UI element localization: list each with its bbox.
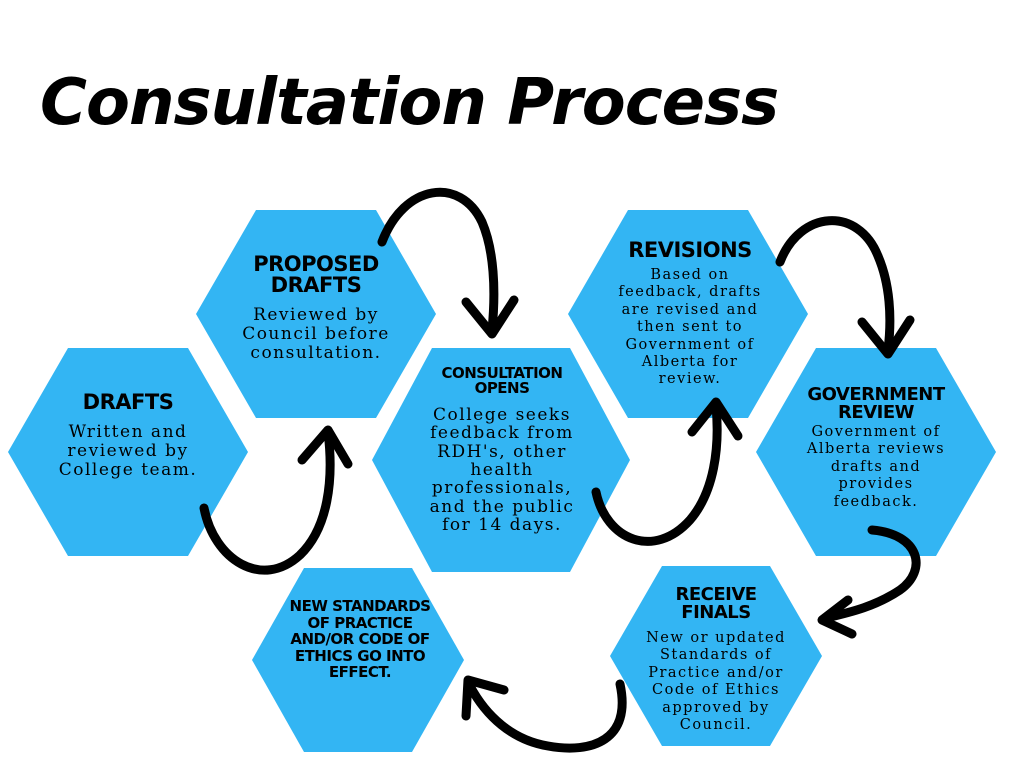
step-proposed-drafts-body: Reviewed by Council before consultation.: [242, 305, 390, 364]
hexagon-new-standards: [252, 568, 464, 752]
arrow-proposed-to-consultation: [377, 187, 499, 335]
step-new-standards-heading: NEW STANDARDS OF PRACTICE AND/OR CODE OF…: [289, 597, 431, 681]
step-drafts-body: Written and reviewed by College team.: [58, 422, 198, 481]
hexagon-proposed-drafts: [196, 210, 436, 418]
step-proposed-drafts: PROPOSED DRAFTS Reviewed by Council befo…: [226, 254, 406, 363]
step-receive-finals-heading: RECEIVE FINALS: [675, 584, 757, 623]
arrow-head-drafts-to-proposed: [297, 425, 353, 469]
step-revisions: REVISIONS Based on feedback, drafts are …: [604, 240, 776, 389]
hexagon-consultation-opens: [372, 348, 630, 572]
step-revisions-heading: REVISIONS: [628, 238, 752, 262]
hexagon-receive-finals: [610, 566, 822, 746]
step-consultation-opens: CONSULTATION OPENS College seeks feedbac…: [412, 366, 592, 535]
step-proposed-drafts-heading: PROPOSED DRAFTS: [253, 252, 379, 297]
step-receive-finals: RECEIVE FINALS New or updated Standards …: [634, 586, 798, 734]
arrow-finals-to-new-standards: [465, 679, 627, 753]
arrow-head-consultation-to-revisions: [687, 397, 743, 441]
arrow-revisions-to-government: [775, 216, 895, 355]
step-revisions-body: Based on feedback, drafts are revised an…: [618, 267, 762, 388]
arrow-head-revisions-to-government: [857, 315, 915, 359]
step-government-review-body: Government of Alberta reviews drafts and…: [806, 424, 946, 510]
arrow-government-to-finals: [821, 525, 921, 623]
hexagon-revisions: [568, 210, 808, 418]
hexagon-drafts: [8, 348, 248, 556]
arrow-head-finals-to-new-standards: [461, 675, 509, 721]
page-title: Consultation Process: [40, 66, 779, 140]
arrow-head-government-to-finals: [817, 595, 857, 639]
step-government-review-heading: GOVERNMENT REVIEW: [807, 384, 945, 423]
hexagon-government-review: [756, 348, 996, 556]
arrow-consultation-to-revisions: [591, 401, 722, 546]
step-new-standards: NEW STANDARDS OF PRACTICE AND/OR CODE OF…: [282, 598, 438, 681]
step-government-review: GOVERNMENT REVIEW Government of Alberta …: [790, 386, 962, 511]
step-receive-finals-body: New or updated Standards of Practice and…: [646, 630, 786, 733]
step-consultation-opens-heading: CONSULTATION OPENS: [441, 364, 563, 397]
arrow-head-proposed-to-consultation: [461, 295, 519, 339]
arrow-drafts-to-proposed: [199, 427, 335, 575]
step-consultation-opens-body: College seeks feedback from RDH's, other…: [429, 405, 575, 536]
step-drafts-heading: DRAFTS: [82, 390, 174, 414]
step-drafts: DRAFTS Written and reviewed by College t…: [40, 392, 216, 480]
